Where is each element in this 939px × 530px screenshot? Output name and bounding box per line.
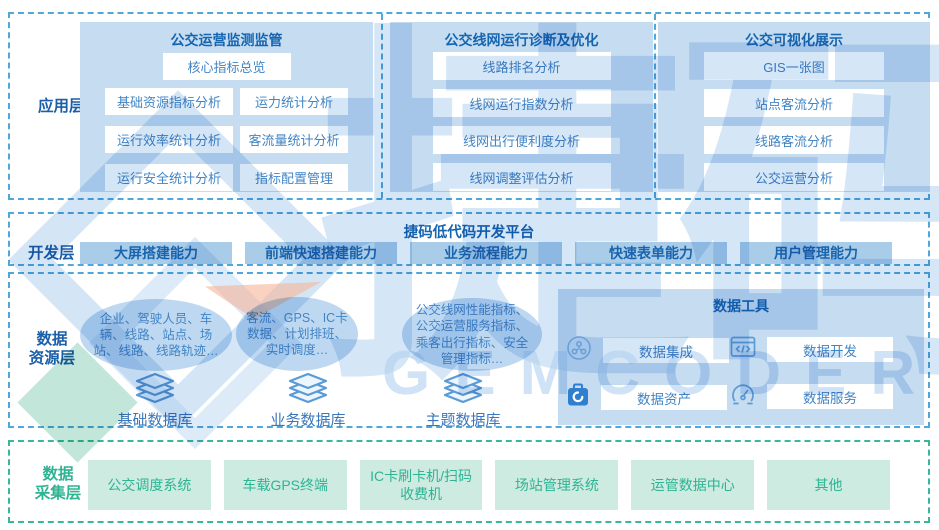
data-tools-title: 数据工具 [713, 298, 769, 314]
diagram-node: 线路排名分析 [432, 52, 611, 80]
diagram-node: 线网出行便利度分析 [432, 126, 611, 154]
development-layer-section: 开发层 捷码低代码开发平台 大屏搭建能力 前端快速搭建能力 业务流程能力 快速表… [8, 212, 930, 266]
source-node: 公交调度系统 [88, 460, 211, 510]
data-tools-panel: 数据工具 数据集成 数据开发 [558, 289, 924, 425]
panel-network-diagnosis: 公交线网运行诊断及优化 线路排名分析 线网运行指数分析 线网出行便利度分析 线网… [390, 22, 653, 192]
tool-node: 数据开发 [767, 337, 893, 362]
tool-node: 数据集成 [603, 338, 729, 363]
tool-item: 数据资产 [566, 382, 727, 413]
lowcode-platform-title: 捷码低代码开发平台 [403, 225, 535, 241]
capability-node: 大屏搭建能力 [80, 242, 232, 264]
label-line: 数据 [36, 331, 68, 348]
node-grid: 基础资源指标分析 运力统计分析 运行效率统计分析 客流量统计分析 运行安全统计分… [80, 88, 373, 191]
label-line: 资源层 [28, 349, 76, 367]
source-node: 运管数据中心 [631, 460, 755, 510]
application-layer-section: 应用层 公交运营监测监管 核心指标总览 基础资源指标分析 运力统计分析 运行效率… [8, 12, 930, 200]
capability-node: 用户管理能力 [740, 242, 892, 264]
source-node: IC卡刷卡机/扫码收费机 [359, 460, 483, 510]
panel-title: 公交运营监测监管 [170, 32, 283, 48]
panel-operation-monitoring: 公交运营监测监管 核心指标总览 基础资源指标分析 运力统计分析 运行效率统计分析… [80, 22, 373, 192]
diagram-node: 站点客流分析 [704, 89, 884, 117]
tool-item: 数据服务 [730, 382, 893, 411]
diagram-node: 运力统计分析 [240, 88, 348, 115]
capability-node: 快速表单能力 [575, 242, 727, 264]
source-node: 场站管理系统 [495, 460, 619, 510]
development-layer-label: 开发层 [28, 245, 75, 262]
capability-row: 大屏搭建能力 前端快速搭建能力 业务流程能力 快速表单能力 用户管理能力 [80, 242, 892, 264]
panel-title: 公交线网运行诊断及优化 [444, 32, 599, 48]
column-divider [654, 14, 656, 198]
tool-node: 数据服务 [767, 384, 893, 409]
database-layers-icon [285, 371, 331, 412]
source-node: 其他 [767, 460, 890, 510]
diagram-node: 指标配置管理 [240, 164, 348, 191]
capability-node: 业务流程能力 [410, 242, 562, 264]
data-integration-icon [566, 335, 592, 366]
label-line: 采集层 [34, 484, 82, 502]
column-divider [381, 14, 383, 198]
data-resource-layer-label: 数据 资源层 [24, 331, 80, 368]
source-row: 公交调度系统 车载GPS终端 IC卡刷卡机/扫码收费机 场站管理系统 运管数据中… [88, 460, 890, 510]
panel-title: 公交可视化展示 [745, 32, 843, 48]
database-name: 基础数据库 [117, 412, 193, 429]
diagram-node: 线网运行指数分析 [432, 89, 611, 117]
panel-visualization: 公交可视化展示 GIS一张图 站点客流分析 线路客流分析 公交运营分析 [658, 22, 930, 192]
data-collection-layer-label: 数据 采集层 [28, 466, 88, 503]
diagram-node: 线网调整评估分析 [432, 163, 611, 191]
diagram-node: 运行效率统计分析 [105, 126, 233, 153]
tool-item: 数据集成 [566, 335, 729, 366]
capability-node: 前端快速搭建能力 [245, 242, 397, 264]
database-layers-icon [440, 371, 486, 412]
data-collection-layer-section: 数据 采集层 公交调度系统 车载GPS终端 IC卡刷卡机/扫码收费机 场站管理系… [8, 440, 930, 523]
data-resource-layer-section: 数据 资源层 企业、驾驶人员、车辆、线路、站点、场站、线路、线路轨迹… 客流、G… [8, 272, 930, 429]
source-data-ellipse: 企业、驾驶人员、车辆、线路、站点、场站、线路、线路轨迹… [80, 299, 232, 371]
database-name: 主题数据库 [425, 412, 501, 429]
data-service-icon [730, 382, 756, 411]
source-data-ellipse: 客流、GPS、IC卡数据、计划排班、实时调度… [236, 297, 358, 371]
database-layers-icon [132, 371, 178, 412]
diagram-node: 客流量统计分析 [240, 126, 348, 153]
diagram-node: 运行安全统计分析 [105, 164, 233, 191]
diagram-node: 线路客流分析 [704, 126, 884, 154]
database-name: 业务数据库 [270, 412, 346, 429]
application-layer-label: 应用层 [38, 98, 85, 115]
diagram-node: 公交运营分析 [704, 163, 884, 191]
label-line: 数据 [42, 466, 74, 483]
diagram-node: 基础资源指标分析 [105, 88, 233, 115]
source-data-ellipse: 公交线网性能指标、公交运营服务指标、乘客出行指标、安全管理指标… [402, 298, 542, 371]
tool-item: 数据开发 [730, 335, 893, 364]
source-node: 车载GPS终端 [223, 460, 347, 510]
tool-node: 数据资产 [601, 385, 727, 410]
diagram-node: 核心指标总览 [162, 53, 291, 80]
diagram-node: GIS一张图 [704, 52, 884, 80]
data-development-icon [730, 335, 756, 364]
data-asset-icon [566, 382, 590, 413]
